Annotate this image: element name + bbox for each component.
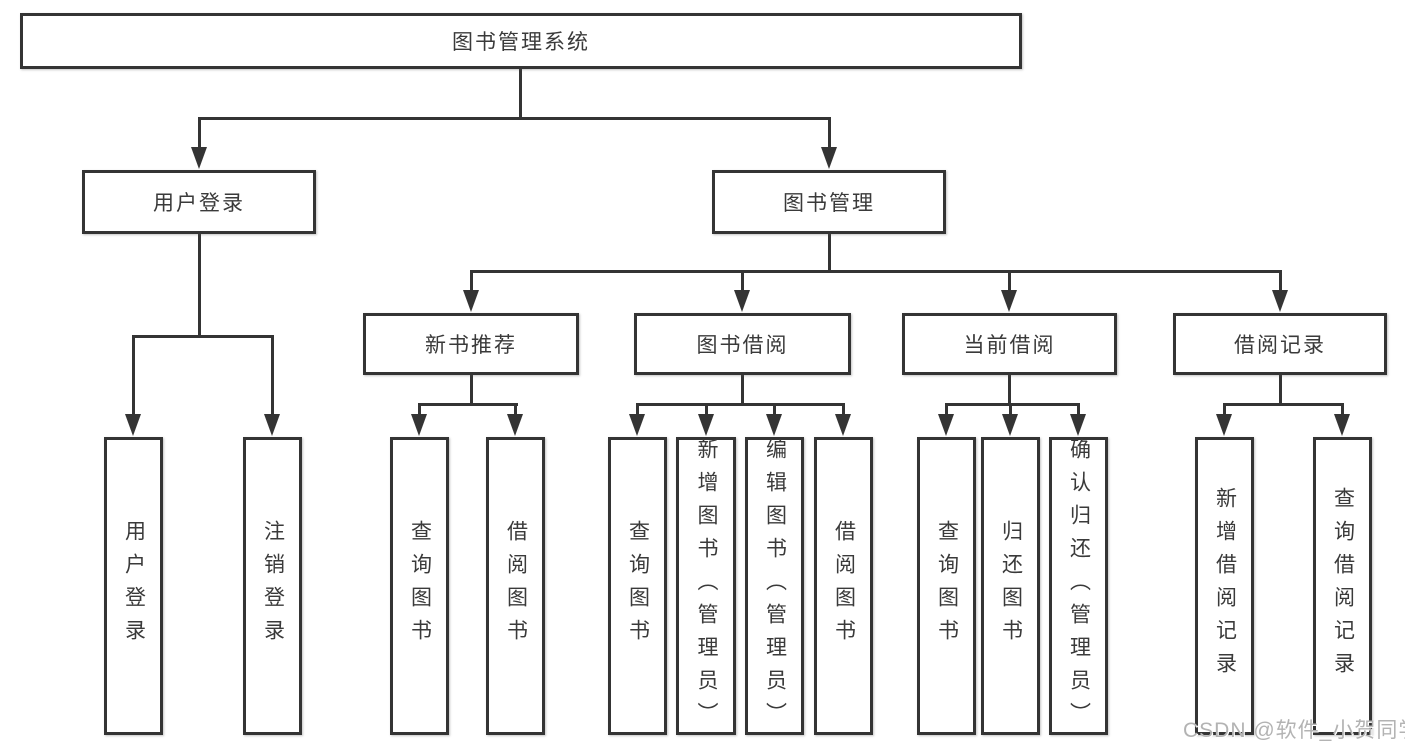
connector-vline: [828, 117, 831, 148]
arrowhead-down-icon: [1070, 414, 1086, 436]
arrowhead-down-icon: [766, 414, 782, 436]
connector-vline: [1279, 270, 1282, 291]
arrowhead-down-icon: [734, 290, 750, 312]
leaf-query-book-borrow-label: 查询图书: [626, 520, 650, 652]
leaf-user-login: 用户登录: [104, 437, 163, 735]
node-book-borrow: 图书借阅: [634, 313, 851, 375]
connector-hline: [470, 270, 1282, 273]
arrowhead-down-icon: [411, 414, 427, 436]
leaf-borrow-book-borrow-label: 借阅图书: [832, 520, 856, 652]
arrowhead-down-icon: [1001, 290, 1017, 312]
leaf-edit-book-admin: 编辑图书（管理员）: [745, 437, 804, 735]
arrowhead-down-icon: [264, 414, 280, 436]
leaf-query-book-newbook: 查询图书: [390, 437, 449, 735]
connector-vline: [514, 403, 517, 415]
connector-vline: [132, 335, 135, 415]
arrowhead-down-icon: [1272, 290, 1288, 312]
connector-vline: [470, 270, 473, 291]
connector-vline: [1223, 403, 1226, 415]
arrowhead-down-icon: [1002, 414, 1018, 436]
connector-vline: [741, 375, 744, 406]
node-new-book-recommend: 新书推荐: [363, 313, 579, 375]
connector-hline: [636, 403, 845, 406]
leaf-edit-book-admin-label: 编辑图书（管理员）: [763, 437, 787, 735]
connector-vline: [519, 69, 522, 118]
leaf-add-book-admin-label: 新增图书（管理员）: [695, 437, 719, 735]
watermark: CSDN @软件_小贺同学: [1183, 719, 1405, 742]
node-root: 图书管理系统: [20, 13, 1022, 69]
connector-vline: [705, 403, 708, 415]
leaf-add-borrow-record: 新增借阅记录: [1195, 437, 1254, 735]
leaf-query-borrow-record-label: 查询借阅记录: [1331, 487, 1355, 685]
connector-vline: [945, 403, 948, 415]
arrowhead-down-icon: [698, 414, 714, 436]
arrowhead-down-icon: [821, 147, 837, 169]
node-current-borrow: 当前借阅: [902, 313, 1117, 375]
connector-hline: [132, 335, 274, 338]
connector-hline: [418, 403, 518, 406]
leaf-logout-label: 注销登录: [261, 520, 285, 652]
arrowhead-down-icon: [1334, 414, 1350, 436]
leaf-add-borrow-record-label: 新增借阅记录: [1213, 487, 1237, 685]
node-current-borrow-label: 当前借阅: [963, 334, 1056, 357]
leaf-query-book-newbook-label: 查询图书: [408, 520, 432, 652]
arrowhead-down-icon: [1216, 414, 1232, 436]
connector-vline: [470, 375, 473, 406]
leaf-query-borrow-record: 查询借阅记录: [1313, 437, 1372, 735]
leaf-add-book-admin: 新增图书（管理员）: [676, 437, 736, 735]
leaf-confirm-return-admin-label: 确认归还（管理员）: [1067, 437, 1091, 735]
leaf-confirm-return-admin: 确认归还（管理员）: [1049, 437, 1108, 735]
node-borrow-record-label: 借阅记录: [1234, 334, 1326, 357]
connector-vline: [828, 233, 831, 273]
connector-hline: [198, 117, 831, 120]
node-user-login: 用户登录: [82, 170, 316, 234]
connector-vline: [418, 403, 421, 415]
connector-hline: [945, 403, 1080, 406]
connector-vline: [1279, 375, 1282, 406]
node-book-borrow-label: 图书借阅: [696, 334, 789, 357]
node-book-management: 图书管理: [712, 170, 946, 234]
connector-vline: [773, 403, 776, 415]
arrowhead-down-icon: [835, 414, 851, 436]
node-book-management-label: 图书管理: [783, 192, 875, 215]
leaf-query-book-current-label: 查询图书: [935, 520, 959, 652]
node-root-label: 图书管理系统: [452, 31, 590, 54]
connector-vline: [1008, 375, 1011, 406]
connector-vline: [198, 233, 201, 338]
arrowhead-down-icon: [463, 290, 479, 312]
arrowhead-down-icon: [629, 414, 645, 436]
connector-vline: [271, 335, 274, 415]
leaf-query-book-borrow: 查询图书: [608, 437, 667, 735]
node-borrow-record: 借阅记录: [1173, 313, 1387, 375]
leaf-borrow-book-newbook-label: 借阅图书: [504, 520, 528, 652]
node-new-book-recommend-label: 新书推荐: [425, 334, 517, 357]
leaf-query-book-current: 查询图书: [917, 437, 976, 735]
connector-vline: [1009, 403, 1012, 415]
connector-vline: [1008, 270, 1011, 291]
arrowhead-down-icon: [125, 414, 141, 436]
connector-vline: [1077, 403, 1080, 415]
leaf-user-login-label: 用户登录: [122, 520, 146, 652]
connector-vline: [741, 270, 744, 291]
connector-vline: [842, 403, 845, 415]
leaf-borrow-book-borrow: 借阅图书: [814, 437, 873, 735]
arrowhead-down-icon: [938, 414, 954, 436]
leaf-return-book: 归还图书: [981, 437, 1040, 735]
connector-vline: [1341, 403, 1344, 415]
node-user-login-label: 用户登录: [153, 192, 245, 215]
connector-hline: [1223, 403, 1344, 406]
leaf-return-book-label: 归还图书: [999, 520, 1023, 652]
arrowhead-down-icon: [191, 147, 207, 169]
arrowhead-down-icon: [507, 414, 523, 436]
connector-vline: [198, 117, 201, 148]
leaf-borrow-book-newbook: 借阅图书: [486, 437, 545, 735]
connector-vline: [636, 403, 639, 415]
leaf-logout: 注销登录: [243, 437, 302, 735]
